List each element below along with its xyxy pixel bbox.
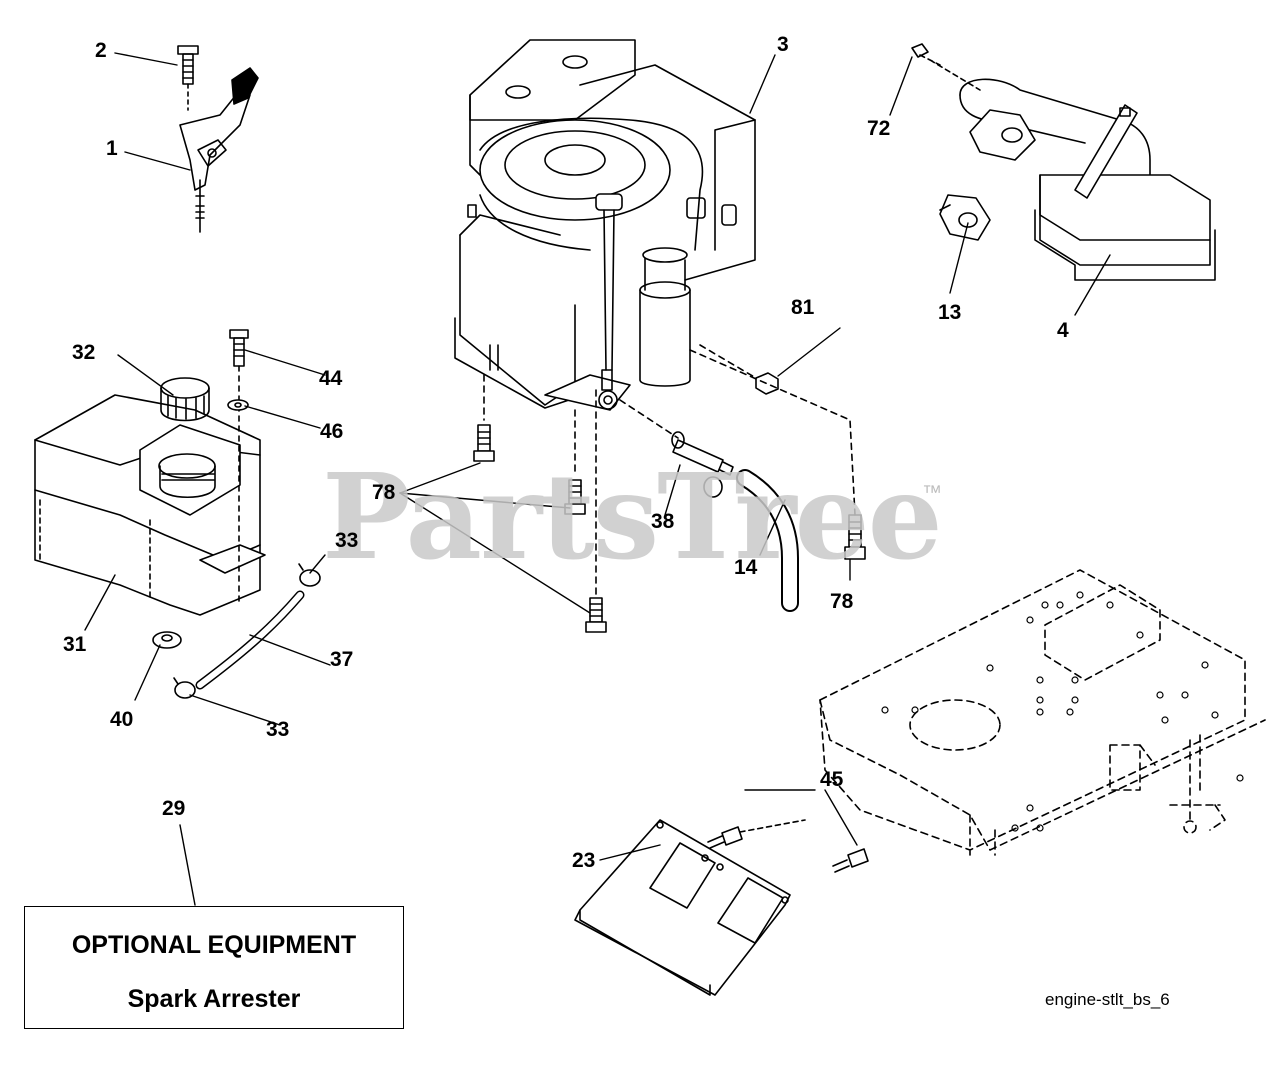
- fuel-line-part-37: [200, 595, 300, 685]
- callout-72: 72: [867, 117, 891, 140]
- dipstick-tube: [596, 194, 622, 390]
- callout-78-group: 78: [372, 481, 396, 504]
- throttle-control-part-1: [180, 68, 258, 232]
- callout-40: 40: [110, 708, 134, 731]
- grommet-part-40: [153, 632, 181, 648]
- callout-3: 3: [777, 33, 789, 56]
- spark-arrester-label: Spark Arrester: [127, 985, 301, 1013]
- diagram-code: engine-stlt_bs_6: [1045, 990, 1170, 1009]
- callout-32: 32: [72, 341, 96, 364]
- optional-equipment-title: OPTIONAL EQUIPMENT: [71, 931, 357, 959]
- callout-2: 2: [95, 39, 107, 62]
- chassis-holes: [882, 592, 1243, 831]
- callout-31: 31: [63, 633, 87, 656]
- callout-29: 29: [162, 797, 186, 820]
- callout-46: 46: [320, 420, 344, 443]
- hose-clamp-part-33-upper: [299, 564, 320, 586]
- callout-13: 13: [938, 301, 962, 324]
- optional-equipment-box: OPTIONAL EQUIPMENT Spark Arrester: [24, 906, 404, 1029]
- bolt-part-45-lower: [833, 849, 868, 872]
- chassis-frame: [820, 570, 1265, 855]
- gasket-part-13: [940, 110, 1035, 240]
- washer-part-46: [228, 400, 248, 410]
- nut-part-81: [700, 345, 778, 394]
- callout-14: 14: [734, 556, 758, 579]
- partstree-watermark: PartsTree: [322, 447, 943, 586]
- callout-4: 4: [1057, 319, 1069, 342]
- bolt-part-78-d: [845, 515, 865, 559]
- callout-81: 81: [791, 296, 815, 319]
- screw-part-2: [178, 46, 198, 110]
- fuel-cap-part-32: [161, 378, 209, 421]
- leader-lines: [85, 53, 1110, 905]
- callout-38: 38: [651, 510, 675, 533]
- callout-37: 37: [330, 648, 354, 671]
- trademark-symbol: ™: [922, 482, 942, 504]
- callout-23: 23: [572, 849, 596, 872]
- callout-78-right: 78: [830, 590, 854, 613]
- hose-clamp-part-33-lower: [174, 678, 195, 698]
- muffler-part-4: [960, 79, 1215, 280]
- plate-part-23: [575, 820, 790, 995]
- fuel-filter-part-38: [620, 400, 733, 497]
- bolt-part-78-b: [565, 480, 585, 514]
- bolt-part-78-c: [586, 598, 606, 632]
- engine-part-3: [455, 40, 755, 410]
- bolt-part-72: [912, 44, 980, 90]
- oil-filter: [640, 248, 690, 386]
- callout-45: 45: [820, 768, 844, 791]
- callout-44: 44: [319, 367, 343, 390]
- callout-33-upper: 33: [335, 529, 359, 552]
- fuel-tank-part-31: [35, 395, 265, 615]
- callout-1: 1: [106, 137, 118, 160]
- bolt-part-78-a: [474, 425, 494, 461]
- callout-33-lower: 33: [266, 718, 290, 741]
- bolt-part-45-upper: [708, 820, 805, 848]
